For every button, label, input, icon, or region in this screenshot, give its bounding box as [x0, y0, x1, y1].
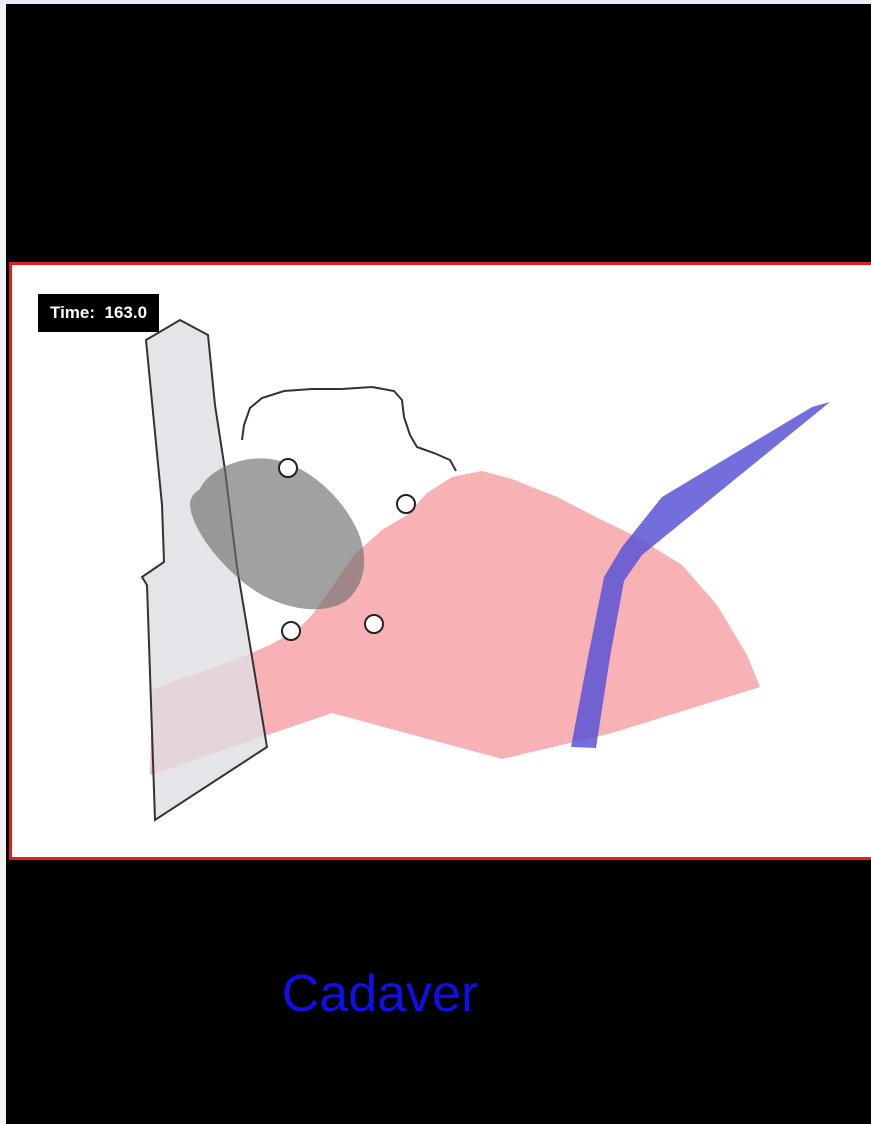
time-badge: Time: 163.0 — [38, 294, 159, 332]
time-label: Time: — [50, 303, 95, 322]
marker-point — [282, 622, 300, 640]
caption-text: Cadaver — [0, 962, 760, 1026]
anatomy-scene — [12, 265, 871, 860]
window-top-edge — [0, 0, 871, 4]
time-value: 163.0 — [105, 303, 148, 322]
outline-shape — [242, 387, 456, 471]
window-edge — [0, 0, 6, 1124]
marker-point — [365, 615, 383, 633]
marker-point — [397, 495, 415, 513]
marker-point — [279, 459, 297, 477]
animation-viewport: Time: 163.0 — [9, 262, 871, 860]
